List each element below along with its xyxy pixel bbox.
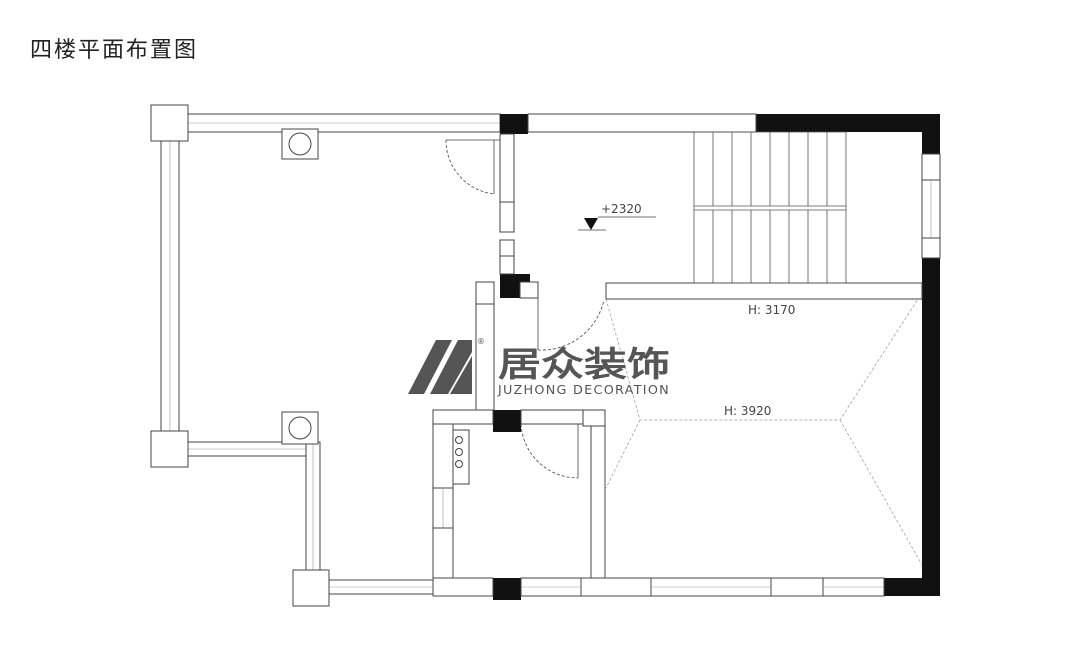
wall-top-right [756,114,940,132]
staircase [693,131,847,284]
walls-outline [432,113,941,597]
logo-name-en: JUZHONG DECORATION [497,383,670,397]
ac-units [281,128,319,445]
page-title: 四楼平面布置图 [30,38,199,63]
column-top-left [150,104,189,142]
registered-mark: ® [477,337,485,346]
burner-icon [455,448,463,456]
column-black-bottom [493,578,521,600]
column-bottom [292,569,330,607]
elevation-triangle-icon [584,218,598,230]
doors [445,139,605,479]
ceiling-outline [605,298,923,566]
burner-icon [455,460,463,468]
wall-right-upper [922,114,940,154]
logo-name-cn: 居众装饰 [498,345,670,385]
corridor-height-label: H: 3170 [748,303,795,317]
column-black-low [493,410,521,432]
watermark-logo: ® 居众装饰 JUZHONG DECORATION [408,337,670,397]
hall-height-label: H: 3920 [724,404,771,418]
column-mid-left [150,430,189,468]
ac-fan-mid-icon [288,416,312,440]
terrace-columns [150,104,330,607]
wall-right-lower [922,258,940,596]
logo-mark-icon [408,340,472,394]
ac-fan-top-icon [288,132,312,156]
elevation-marker: +2320 [578,202,656,231]
kitchen-counter [432,423,454,489]
column-black-top [500,114,528,134]
wall-bottom-right [884,578,940,596]
corridor-wall [605,282,923,300]
top-window [527,113,757,133]
stove-burners [455,436,463,468]
exterior-walls [493,114,940,600]
elevation-label: +2320 [601,202,642,216]
burner-icon [455,436,463,444]
